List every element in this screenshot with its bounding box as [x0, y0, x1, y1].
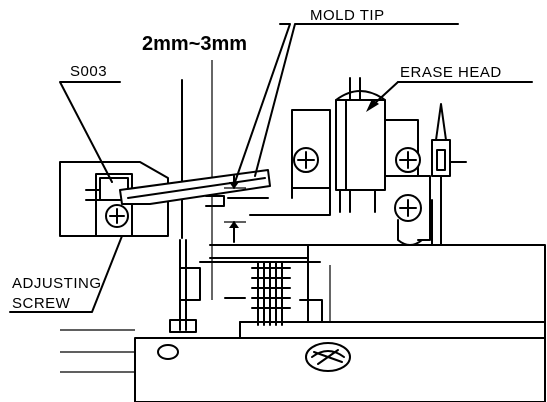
leader-lines [9, 23, 533, 313]
screw-head-icon [394, 194, 422, 222]
screw-head-icon [395, 147, 421, 173]
label-erase-head: ERASE HEAD [400, 64, 502, 81]
lever-arm [119, 169, 271, 207]
s003-leader [59, 81, 121, 183]
mechanism-plate [169, 239, 546, 333]
adjusting-screw-leader [9, 235, 123, 313]
dimension-leader [234, 23, 291, 183]
label-mold-tip: MOLD TIP [310, 7, 385, 24]
screw-head-icon [293, 147, 319, 173]
label-screw: SCREW [12, 295, 71, 312]
label-dimension: 2mm~3mm [142, 33, 247, 55]
chassis-hole [157, 344, 179, 360]
erase-head-assembly [249, 77, 467, 246]
switch-s003 [59, 161, 169, 237]
mold-tip-leader [254, 23, 306, 177]
gear-stack [251, 261, 291, 326]
screw-head-icon [105, 204, 129, 228]
dimension-marker [224, 175, 246, 243]
label-adjusting: ADJUSTING [12, 275, 102, 292]
label-s003: S003 [70, 63, 107, 80]
chassis-base [60, 321, 546, 402]
cross-screw-icon [305, 342, 351, 372]
